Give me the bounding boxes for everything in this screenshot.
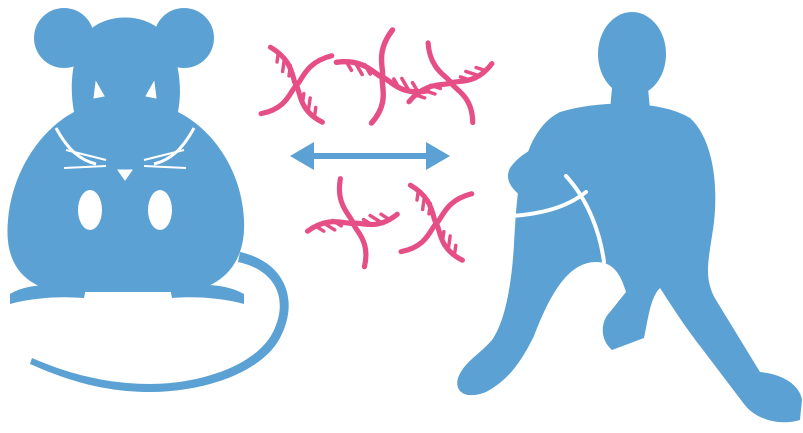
dna-helix-icon [308,179,398,267]
dna-helix-icon [409,43,492,123]
human-icon [457,12,802,422]
mouse-icon [7,8,288,392]
dna-helix-icon [401,185,472,260]
bidirectional-arrow-icon [290,142,450,170]
dna-helix-icon [336,30,427,123]
dna-helix-icon [261,47,332,122]
